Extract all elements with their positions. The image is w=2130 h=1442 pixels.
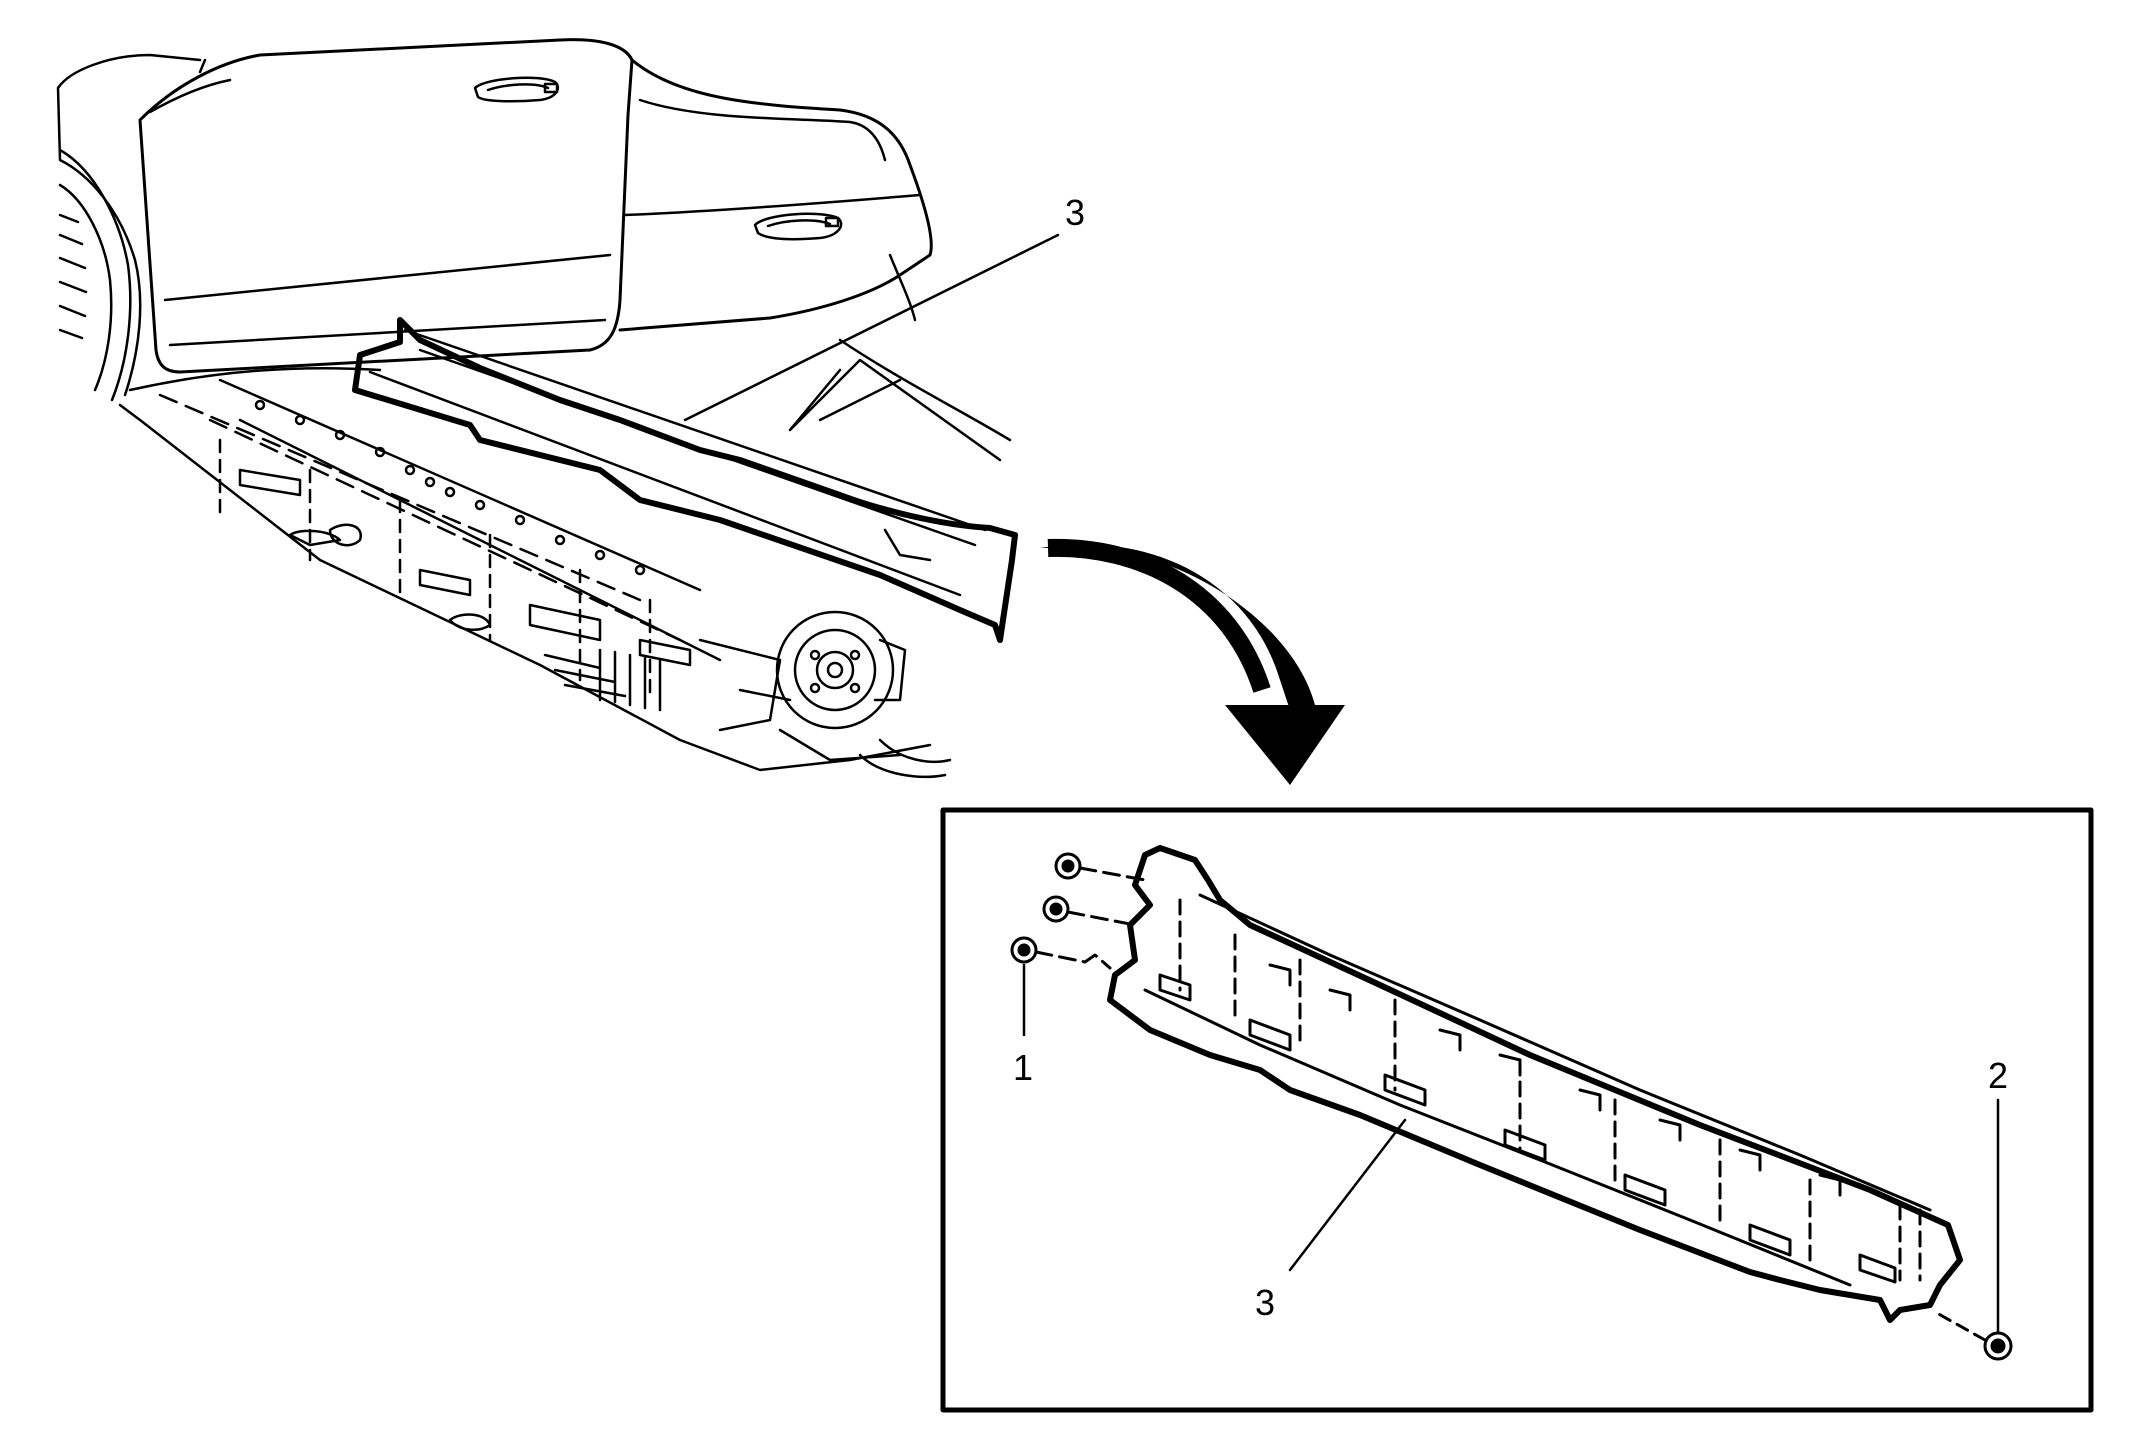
rocker-panel-end-detail <box>883 528 932 562</box>
rear-door-outline <box>618 58 933 332</box>
rocker-panel-detail-top-edge <box>1198 893 1932 1212</box>
front-wheel-arch-inner <box>58 183 113 392</box>
rocker-panel-detail-back-edge <box>1143 988 1852 1287</box>
callout-3-detail: 3 <box>1255 1118 1407 1323</box>
rear-quarter-line <box>838 253 1012 442</box>
detail-view-frame <box>940 807 2094 1413</box>
front-door-body-line <box>163 253 612 302</box>
front-door-lower-line <box>168 318 607 347</box>
callout-1-label: 1 <box>1013 1047 1033 1088</box>
callout-2-label: 2 <box>1988 1055 2008 1096</box>
rocker-panel-detail <box>1107 845 1963 1323</box>
rear-brake-rotor <box>775 610 907 730</box>
front-door-handle <box>473 76 560 103</box>
underbody-fastener-holes <box>254 399 646 576</box>
rocker-panel-inner-edge <box>368 370 962 597</box>
rocker-panel-detail-tabs <box>1268 963 1842 1197</box>
retainer-middle <box>1042 895 1137 927</box>
rocker-panel-top-edge <box>403 328 987 547</box>
rear-tire-partial <box>858 738 952 779</box>
fastener-2-icon <box>1933 1310 2013 1361</box>
curved-arrow-icon <box>1040 538 1345 785</box>
underbody-rail-1 <box>158 393 642 602</box>
front-wheel-arch <box>58 148 132 402</box>
callout-3-upper-label: 3 <box>1065 192 1085 233</box>
underbody-rail-2 <box>208 418 682 642</box>
rocker-panel-installed <box>352 317 1018 643</box>
rear-suspension-lines <box>698 638 902 762</box>
front-tire-tread <box>58 213 88 340</box>
front-door-window-frame <box>148 58 232 114</box>
callout-1: 1 <box>1013 963 1033 1088</box>
rear-door-body-line <box>623 193 922 217</box>
callout-3-upper: 3 <box>683 192 1085 422</box>
rear-arch-lines <box>788 358 1002 462</box>
retainer-upper <box>1054 852 1147 882</box>
rocker-panel-detail-clip-pockets <box>1158 973 1897 1284</box>
callout-2: 2 <box>1988 1055 2008 1334</box>
rocker-panel-detail-outline <box>1107 845 1963 1323</box>
vehicle-side-view <box>56 38 1018 779</box>
callout-3-detail-label: 3 <box>1255 1282 1275 1323</box>
underbody-upper-edge <box>128 366 382 392</box>
retainer-lower <box>1010 936 1112 970</box>
rocker-panel-detail-ribs <box>1178 898 1922 1282</box>
underbody-details <box>238 468 692 712</box>
front-fender-outline <box>56 53 202 397</box>
underbody-outline <box>118 403 932 772</box>
push-pin-retainer-icon <box>1010 852 1147 970</box>
rear-door-handle <box>753 212 843 241</box>
underbody-cross-members <box>218 438 652 702</box>
rear-door-window-edge <box>638 98 887 162</box>
